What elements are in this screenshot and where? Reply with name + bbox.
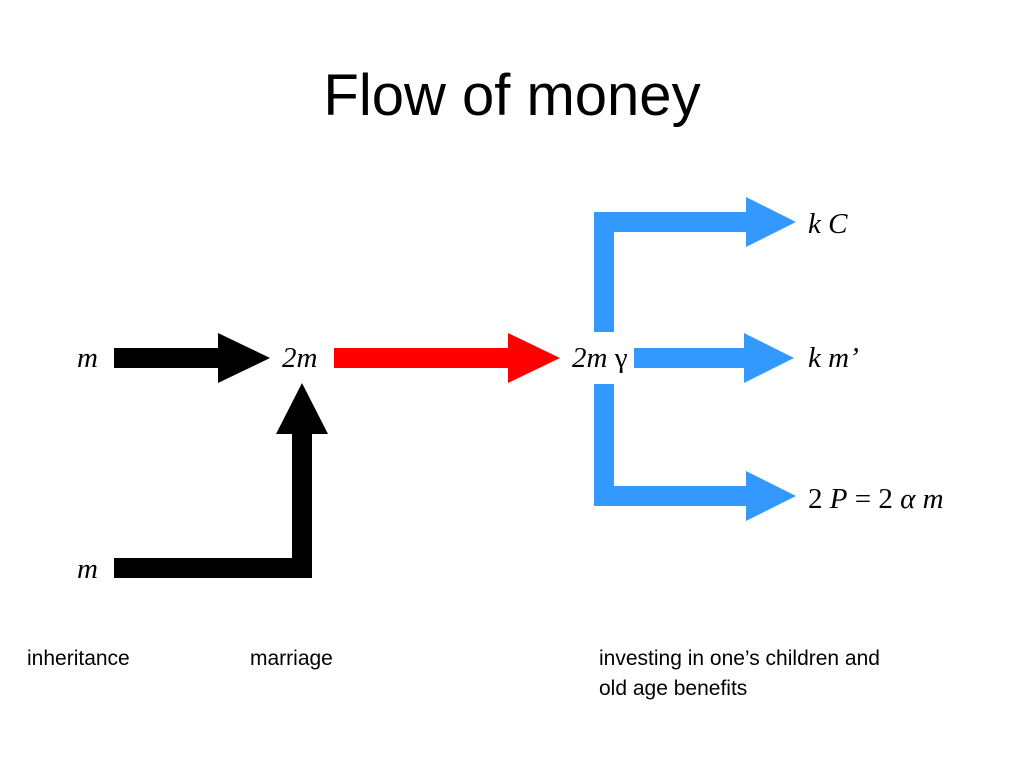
caption-investing-line2: old age benefits <box>599 677 748 700</box>
partner-m-label: m <box>77 553 98 585</box>
caption-investing-line1: investing in one’s children and <box>599 647 880 670</box>
inheritance-m-label: m <box>77 342 98 374</box>
caption-marriage: marriage <box>250 647 333 670</box>
caption-investing: investing in one’s children and old age … <box>599 644 880 704</box>
blue-branch-arrows <box>594 197 796 521</box>
combined-2m-label: 2m <box>282 342 318 374</box>
marriage-arrow <box>114 383 328 578</box>
caption-inheritance: inheritance <box>27 647 130 670</box>
gamma-symbol: γ <box>614 342 628 374</box>
growth-label: 2m γ <box>572 342 628 374</box>
output-2p-equation: 2 P = 2 α m <box>808 483 944 515</box>
inheritance-arrow <box>114 333 270 383</box>
output-kc-label: k C <box>808 208 848 240</box>
red-flow-arrow <box>334 333 560 383</box>
page-title: Flow of money <box>323 63 701 128</box>
output-km-label: k m’ <box>808 342 859 374</box>
